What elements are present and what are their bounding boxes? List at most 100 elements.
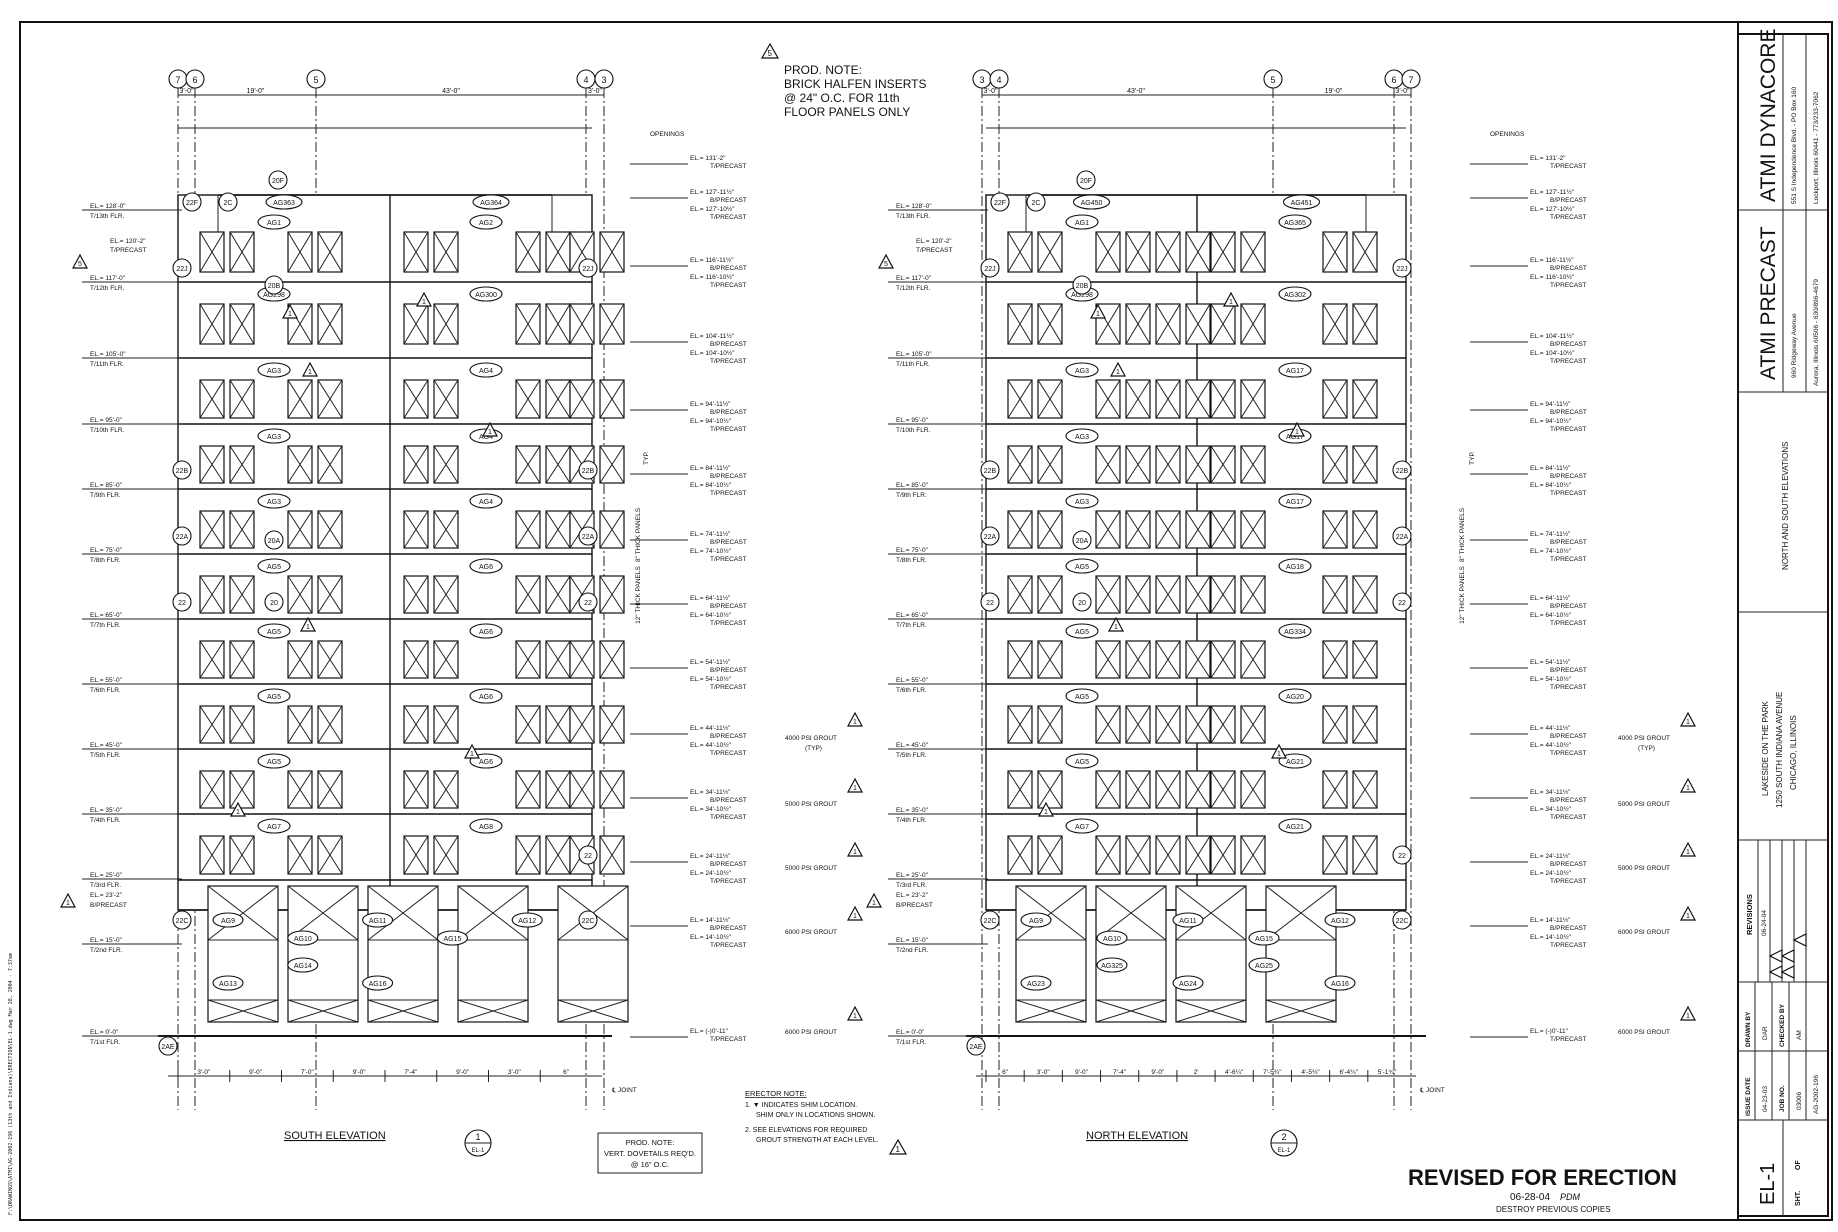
floor-elevation: EL.= 117'-0" [90,275,126,282]
panel-mark: AG7 [1075,824,1089,831]
window-opening [433,445,459,484]
dimension-text: 6" [1002,1069,1009,1076]
precast-elevation: EL.= 14'-10½" [690,933,732,941]
panel-mark: AG8 [479,824,493,831]
window-opening [1210,231,1236,273]
precast-elevation: EL.= 34'-11½" [690,788,731,796]
revision-number: 1 [470,751,474,758]
panel-mark: AG5 [267,629,281,636]
floor-level-label: EL.= 25'-0"T/3rd FLR. [82,872,182,889]
panel-tag [1248,957,1280,973]
window-opening [229,835,255,875]
floor-name: T/9th FLR. [896,492,927,499]
floor-level-label: EL.= 15'-0"T/2nd FLR. [82,937,182,954]
revision-triangle [1679,711,1697,727]
window-opening [1210,835,1236,875]
panel-mark: AG3 [1075,434,1089,441]
panel-tag [1172,912,1204,928]
window-opening [317,705,343,744]
company-address: Lockport, Illinois 60441 - 773/233-7062 [1813,91,1820,204]
precast-name: T/PRECAST [710,358,747,365]
floor-name: T/13th FLR. [90,213,125,220]
grid-bubble [1263,69,1283,89]
window-opening [1095,445,1121,484]
window-opening [433,510,459,549]
precast-elevation: EL.= 116'-10½" [1530,273,1575,281]
of-label: OF [1795,1160,1802,1170]
window-opening [433,835,459,875]
revision-number: 1 [1229,299,1233,306]
precast-name: T/PRECAST [710,878,747,885]
stamp-date: 06-28-04 [1510,1192,1550,1203]
precast-name: T/PRECAST [1550,214,1587,221]
prod-note-line: BRICK HALFEN INSERTS [784,77,926,91]
dimension-text: 9'-0" [249,1069,263,1076]
panel-mark: AG298 [1071,292,1093,299]
panel-tag [257,818,291,834]
window-opening [1007,835,1033,875]
window-opening [403,705,429,744]
detail-bubble [578,460,598,480]
window-opening [317,231,343,273]
window-opening [199,231,225,273]
detail-mark: 20A [1076,538,1089,545]
panel-mark: AG21 [1286,824,1304,831]
window-opening [433,640,459,679]
precast-name: B/PRECAST [710,197,747,204]
detail-ref-number: 1 [475,1132,480,1142]
dimension-text: 43'-0" [1127,88,1145,95]
window-opening [199,770,225,809]
job-number-value: 03006 [1796,1092,1803,1110]
panel-tag [436,930,468,946]
window-opening [1240,303,1266,345]
panel-mark: AG23 [1027,981,1045,988]
precast-name: T/PRECAST [710,684,747,691]
dimension-text: 6'-4¼" [1340,1069,1359,1076]
precast-elevation: EL.= 74'-10½" [690,547,732,555]
window-opening [403,835,429,875]
window-opening [515,770,541,809]
dimension-text: 4'-5¾" [1301,1069,1320,1076]
window-opening [287,445,313,484]
window-opening [1210,445,1236,484]
drawn-by-label: DRAWN BY [1745,1011,1752,1047]
window-opening [1240,231,1266,273]
window-opening [1185,303,1211,345]
precast-name: T/PRECAST [710,620,747,627]
base-bay [207,885,279,1023]
window-opening [1095,705,1121,744]
detail-bubble [1392,592,1412,612]
revision-triangle [888,1138,908,1155]
precast-name: B/PRECAST [710,409,747,416]
panel-mark: AG15 [1255,936,1273,943]
panel-mark: AG325 [1101,963,1123,970]
precast-name: B/PRECAST [1550,797,1587,804]
precast-name: B/PRECAST [710,925,747,932]
dimension-text: 7'-5¾" [1263,1069,1282,1076]
dimension-text: 7'-4" [1113,1069,1127,1076]
revision-number: 1 [1114,624,1118,631]
grout-typ: (TYP) [1638,745,1655,752]
detail-mark: 22J [1396,266,1407,273]
grid-bubble [306,69,326,89]
precast-name: T/PRECAST [1550,620,1587,627]
detail-bubble [578,526,598,546]
detail-bubble [578,910,598,930]
precast-name: T/PRECAST [1550,878,1587,885]
detail-mark: 22F [994,200,1006,207]
detail-bubble [578,258,598,278]
floor-name: T/7th FLR. [896,622,927,629]
window-opening [403,231,429,273]
